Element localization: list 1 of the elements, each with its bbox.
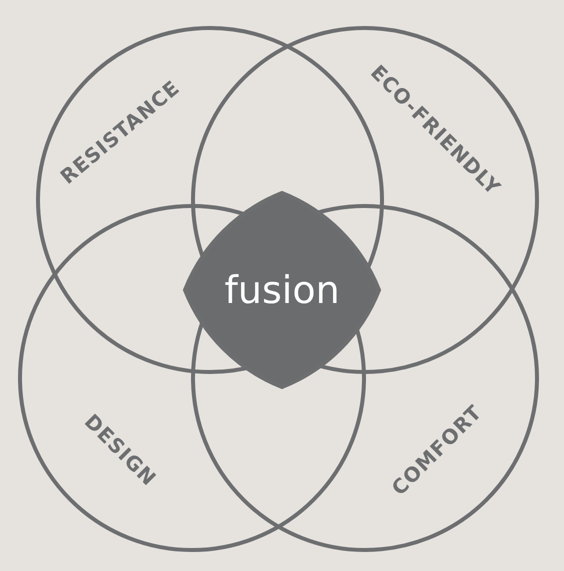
center-label: fusion [224,268,340,312]
